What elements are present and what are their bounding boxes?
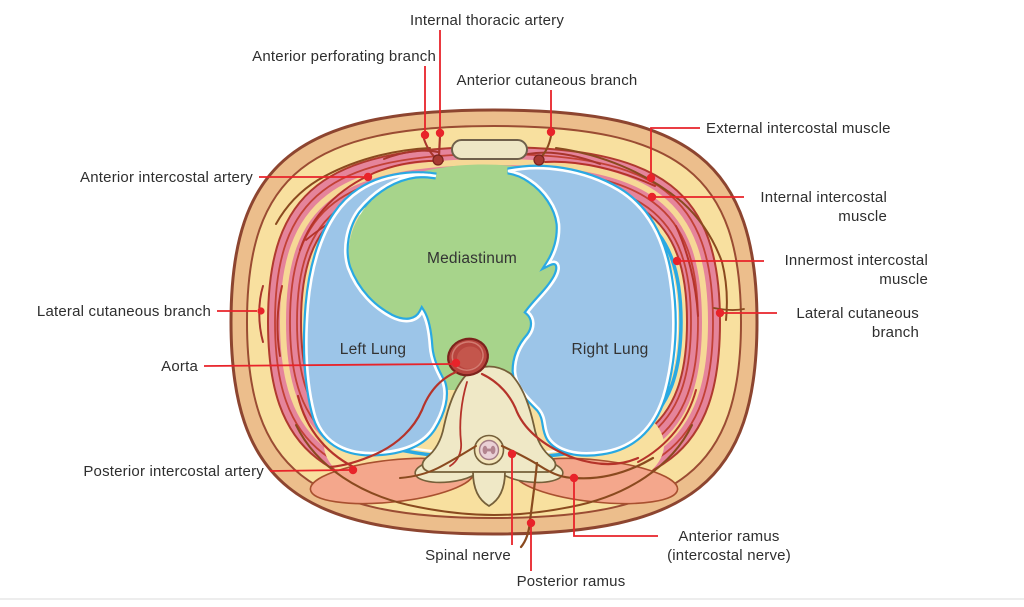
label-internal-intercostal-muscle-line2: muscle xyxy=(838,208,887,225)
nerve-left-of-vertebra-line xyxy=(399,445,477,479)
label-lateral-cutaneous-left: Lateral cutaneous branch xyxy=(37,303,211,320)
dot-external-intercostal-muscle xyxy=(646,173,656,183)
label-mediastinum: Mediastinum xyxy=(427,250,517,267)
left-lung-region xyxy=(302,171,449,457)
dot-anterior-perforating-branch xyxy=(420,130,430,140)
subcostal-nerve-left-line xyxy=(295,424,495,516)
posterior-intercostal-left-line xyxy=(328,370,458,469)
posterior-neurovascular xyxy=(295,370,693,549)
artery-right-side-line xyxy=(675,225,699,317)
label-aorta: Aorta xyxy=(161,358,198,375)
label-posterior-intercostal-artery: Posterior intercostal artery xyxy=(83,463,264,480)
label-anterior-ramus-line1: Anterior ramus xyxy=(678,528,779,545)
sternum-shape xyxy=(451,139,528,160)
leader-aorta xyxy=(203,363,453,367)
vessel-section-dot-right xyxy=(533,154,545,166)
label-lateral-cutaneous-right-line2: branch xyxy=(872,324,919,341)
leader-anterior-ramus xyxy=(573,482,658,537)
dot-internal-thoracic-artery xyxy=(435,128,445,138)
label-innermost-intercostal-muscle-line2: muscle xyxy=(879,271,928,288)
nerve-upper-right-line xyxy=(555,147,728,321)
bottom-divider xyxy=(0,598,1024,600)
vertebra xyxy=(414,365,564,508)
dot-lateral-cutaneous-left xyxy=(257,307,265,315)
vessel-section-dot-left xyxy=(432,154,444,166)
label-anterior-cutaneous-branch: Anterior cutaneous branch xyxy=(457,72,638,89)
artery-right-lower-line xyxy=(637,389,697,463)
label-internal-thoracic-artery: Internal thoracic artery xyxy=(410,12,564,29)
subcostal-nerve-right-line xyxy=(493,424,693,516)
label-left-lung: Left Lung xyxy=(340,341,406,358)
label-anterior-perforating-branch: Anterior perforating branch xyxy=(252,48,436,65)
mediastinum-region xyxy=(348,164,569,390)
dot-internal-intercostal-muscle xyxy=(647,192,657,202)
aorta-lumen xyxy=(456,346,482,369)
lateral-cutaneous-nerve-right xyxy=(713,307,745,311)
spinous-process xyxy=(472,471,506,508)
dot-spinal-nerve xyxy=(507,449,517,459)
dot-anterior-intercostal-artery xyxy=(363,172,373,182)
dot-aorta xyxy=(451,358,461,368)
anterior-intercostal-artery-line xyxy=(299,159,444,251)
leader-external-intercostal-muscle xyxy=(650,127,700,174)
label-posterior-ramus: Posterior ramus xyxy=(517,573,626,590)
artery-near-canal-line xyxy=(449,381,468,467)
dot-posterior-ramus xyxy=(526,518,536,528)
right-lung-region xyxy=(507,164,677,457)
label-spinal-nerve: Spinal nerve xyxy=(425,547,511,564)
leader-lines xyxy=(203,30,777,571)
vertebral-body xyxy=(421,365,557,473)
dot-anterior-ramus xyxy=(569,473,579,483)
label-anterior-ramus-line2: (intercostal nerve) xyxy=(667,547,791,564)
gray-matter-icon xyxy=(482,445,496,455)
label-external-intercostal-muscle: External intercostal muscle xyxy=(706,120,891,137)
dot-posterior-intercostal-artery xyxy=(348,465,358,475)
label-anterior-intercostal-artery: Anterior intercostal artery xyxy=(80,169,253,186)
anterior-ramus-nerve-line xyxy=(500,444,655,480)
label-innermost-intercostal-muscle-line1: Innermost intercostal xyxy=(785,252,928,269)
label-right-lung: Right Lung xyxy=(572,341,649,358)
leader-posterior-intercostal-artery xyxy=(269,469,350,472)
label-internal-intercostal-muscle-line1: Internal intercostal xyxy=(760,189,887,206)
dot-lateral-cutaneous-right xyxy=(715,308,725,318)
posterior-intercostal-right-line xyxy=(480,372,640,466)
artery-near-sternum-left xyxy=(383,149,439,160)
anterior-vessel-details xyxy=(383,134,601,166)
internal-thoracic-artery-line xyxy=(437,134,442,158)
artery-near-sternum-right xyxy=(527,151,601,165)
label-lateral-cutaneous-right-line1: Lateral cutaneous xyxy=(796,305,919,322)
artery-left-side-line xyxy=(276,285,283,357)
leader-dots xyxy=(257,127,725,528)
left-lung-shape xyxy=(305,173,446,455)
artery-right-upper-line xyxy=(544,160,656,187)
right-lung-shape xyxy=(507,166,675,455)
dot-anterior-cutaneous-branch xyxy=(546,127,556,137)
dot-innermost-intercostal-muscle xyxy=(672,256,682,266)
